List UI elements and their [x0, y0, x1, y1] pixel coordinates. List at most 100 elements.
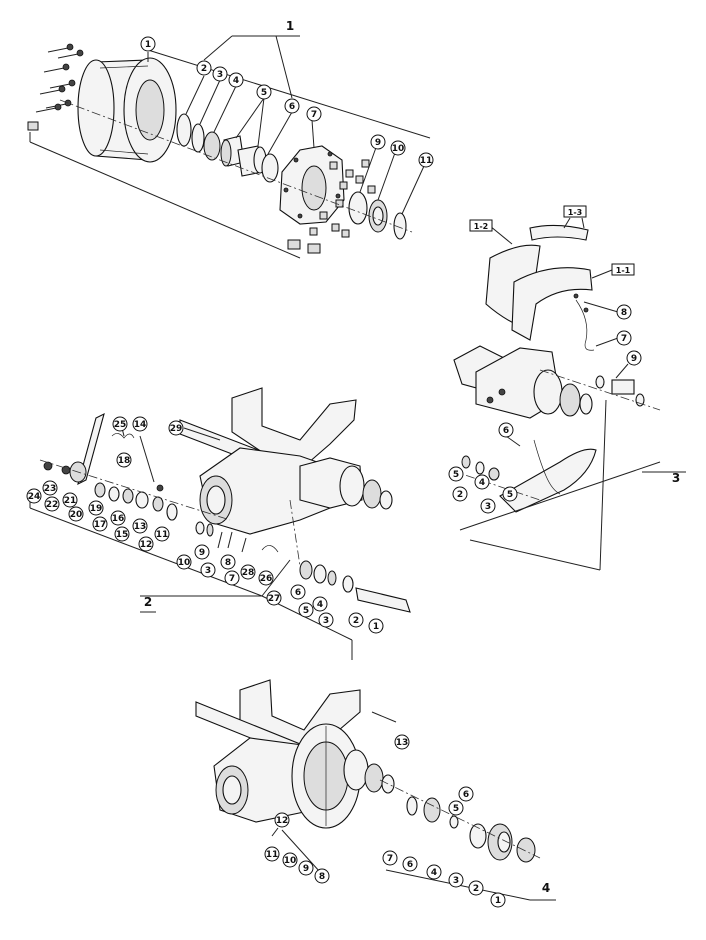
- callout-2-12: 12: [138, 536, 154, 552]
- callout-2-20: 20: [68, 506, 84, 522]
- brake-drum: [77, 57, 177, 163]
- callout-2-5: 5: [298, 602, 314, 618]
- svg-text:5: 5: [453, 470, 459, 480]
- callout-2-16: 16: [110, 510, 126, 526]
- callout-2-21: 21: [62, 492, 78, 508]
- axis-line-2: [39, 459, 231, 521]
- svg-text:1-1: 1-1: [616, 266, 631, 275]
- axis-line-1: [59, 99, 413, 233]
- svg-text:10: 10: [392, 144, 405, 154]
- callout-2-13: 13: [132, 518, 148, 534]
- svg-text:7: 7: [311, 110, 317, 120]
- cam-parts-9: [595, 375, 645, 407]
- group-label-3: 3: [672, 471, 680, 485]
- callout-4-3: 3: [448, 872, 464, 888]
- camshaft: [299, 560, 411, 613]
- callout-4-5: 5: [448, 800, 464, 816]
- svg-text:3: 3: [217, 70, 223, 80]
- callouts-group-2: 25 14 29 18 23 24 22 21 20 19 17 16 15 1…: [26, 416, 384, 634]
- svg-text:18: 18: [118, 456, 131, 466]
- callout-2-25: 25: [112, 416, 128, 432]
- callout-4-8: 8: [314, 868, 330, 884]
- svg-text:22: 22: [46, 500, 59, 510]
- svg-text:12: 12: [276, 816, 289, 826]
- callout-2-2: 2: [348, 612, 364, 628]
- svg-text:2: 2: [201, 64, 207, 74]
- callout-2-14: 14: [132, 416, 148, 432]
- svg-text:2: 2: [353, 616, 359, 626]
- svg-text:8: 8: [319, 872, 325, 882]
- callout-1-2: 2: [196, 60, 212, 76]
- callout-1-3: 3: [212, 66, 228, 82]
- callout-2-17: 17: [92, 516, 108, 532]
- svg-text:7: 7: [387, 854, 393, 864]
- callout-1-6: 6: [284, 98, 300, 114]
- axle-spindle-3: [453, 345, 593, 419]
- box-1-1: 1-1: [611, 263, 635, 276]
- axis-line-3: [539, 369, 661, 411]
- callout-2-19: 19: [88, 500, 104, 516]
- svg-text:10: 10: [178, 558, 191, 568]
- callout-4-11: 11: [264, 846, 280, 862]
- retainer-ring: [191, 123, 205, 153]
- svg-text:26: 26: [260, 574, 273, 584]
- svg-text:3: 3: [453, 876, 459, 886]
- callout-2-22: 22: [44, 496, 60, 512]
- svg-text:4: 4: [233, 76, 239, 86]
- svg-text:24: 24: [28, 492, 41, 502]
- callout-2-23: 23: [42, 480, 58, 496]
- svg-text:3: 3: [205, 566, 211, 576]
- svg-text:3: 3: [672, 471, 680, 485]
- svg-text:17: 17: [94, 520, 107, 530]
- svg-text:11: 11: [420, 156, 433, 166]
- svg-text:6: 6: [463, 790, 469, 800]
- svg-text:8: 8: [225, 558, 231, 568]
- callout-1-10: 10: [390, 140, 406, 156]
- svg-text:29: 29: [170, 424, 183, 434]
- outer-bearing-race: [261, 153, 279, 183]
- brake-shoe-right: [511, 267, 593, 341]
- svg-text:4: 4: [542, 881, 550, 895]
- callout-4-6a: 6: [402, 856, 418, 872]
- roller-3: [488, 467, 500, 481]
- callouts-group-3: 8 7 9 6 5 4 2 3 5: [448, 304, 642, 514]
- inner-bearing-race: [203, 131, 221, 161]
- callout-4-4: 4: [426, 864, 442, 880]
- group-2-suspension: 25 14 29 18 23 24 22 21 20 19 17 16 15 1…: [26, 387, 411, 660]
- callouts-group-4: 13 12 11 10 9 8 7 6 6 5 4 3 2 1: [264, 734, 506, 908]
- svg-text:6: 6: [407, 860, 413, 870]
- callout-3-5a: 5: [448, 466, 464, 482]
- outer-bearing-cone: [368, 199, 388, 233]
- callout-2-8: 8: [220, 554, 236, 570]
- callout-2-9: 9: [194, 544, 210, 560]
- washer-3: [475, 461, 485, 475]
- callout-3-5b: 5: [502, 486, 518, 502]
- lock-nut-4: [516, 837, 536, 863]
- svg-text:6: 6: [295, 588, 301, 598]
- group-3-brake-shoe: 1-2 1-3 1-1 8 7 9 6 5 4 2 3 5 3: [448, 205, 686, 571]
- svg-text:3: 3: [485, 502, 491, 512]
- callout-2-18: 18: [116, 452, 132, 468]
- callout-4-2: 2: [468, 880, 484, 896]
- svg-text:20: 20: [70, 510, 83, 520]
- svg-text:6: 6: [503, 426, 509, 436]
- callout-2-27: 27: [266, 590, 282, 606]
- leaders-1: [29, 35, 431, 259]
- group-label-2: 2: [144, 595, 152, 609]
- oil-seal: [176, 113, 192, 147]
- svg-text:7: 7: [621, 334, 627, 344]
- callout-2-24: 24: [26, 488, 42, 504]
- bearing-sleeve: [348, 191, 368, 225]
- svg-text:6: 6: [289, 102, 295, 112]
- svg-text:7: 7: [229, 574, 235, 584]
- anchor-pin: [461, 455, 471, 469]
- wheel-hub: [279, 145, 345, 225]
- svg-text:9: 9: [375, 138, 381, 148]
- callout-4-10: 10: [282, 852, 298, 868]
- washer-4: [449, 815, 459, 829]
- cam-hardware: [94, 482, 178, 521]
- brake-lining-upper: [529, 224, 589, 241]
- bearing-4: [423, 797, 441, 823]
- svg-text:28: 28: [242, 568, 255, 578]
